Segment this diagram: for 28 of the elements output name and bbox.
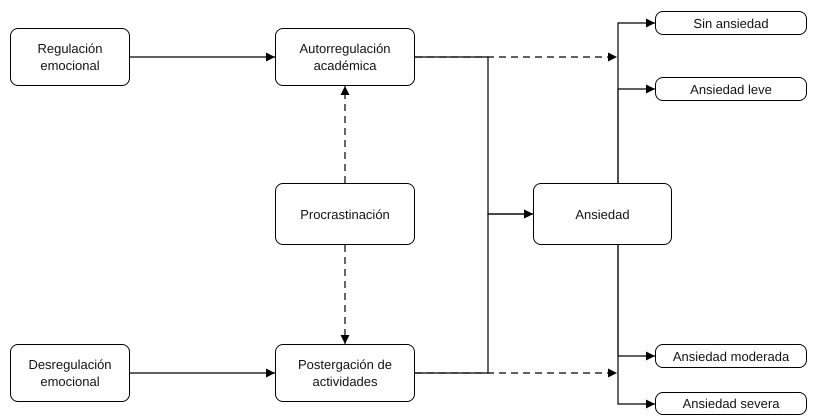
rounded-box	[275, 344, 415, 402]
box-label: Autorregulación académica	[298, 40, 392, 74]
box-label: Postergación de actividades	[297, 356, 393, 390]
box-label: Ansiedad severa	[682, 395, 780, 412]
arrow	[617, 245, 655, 408]
box-label: Regulación emocional	[36, 40, 104, 74]
rounded-box	[275, 183, 415, 245]
box-label: Ansiedad	[575, 206, 630, 222]
rounded-box	[275, 28, 415, 86]
rounded-box	[655, 392, 807, 415]
arrow	[130, 52, 275, 62]
rounded-box	[655, 344, 807, 368]
dashed-arrow	[415, 52, 617, 62]
box-label: Ansiedad leve	[690, 80, 772, 98]
rounded-box	[655, 11, 807, 35]
box-label: Sin ansiedad	[693, 14, 769, 32]
rounded-box	[533, 183, 672, 245]
rounded-box	[10, 344, 130, 402]
box-label: Desregulación emocional	[27, 356, 113, 390]
dashed-arrow	[340, 245, 350, 344]
box-label: Procrastinación	[300, 206, 390, 222]
rounded-box	[655, 77, 807, 101]
box-label: Ansiedad moderada	[672, 348, 790, 364]
dashed-arrow	[415, 368, 617, 378]
rounded-box	[10, 28, 130, 86]
arrow	[130, 368, 275, 378]
arrow	[617, 84, 655, 183]
dashed-arrow	[340, 86, 350, 183]
